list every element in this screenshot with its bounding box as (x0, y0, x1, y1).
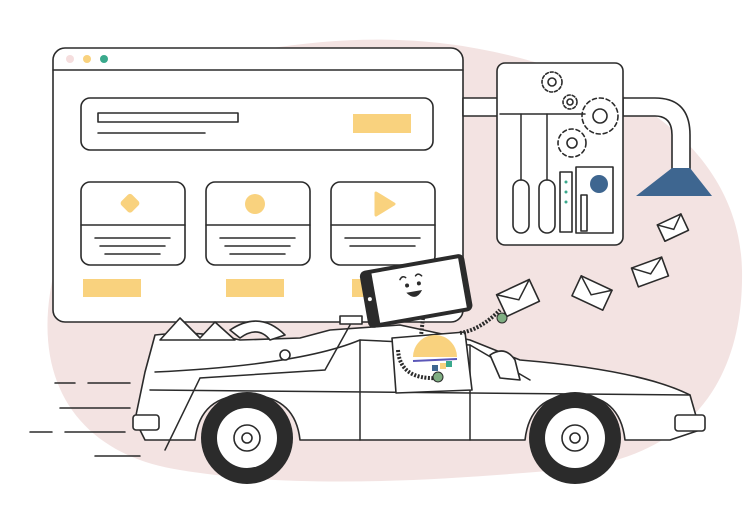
window-dot-yellow (83, 55, 91, 63)
play-icon (374, 191, 396, 217)
tablet-head (359, 254, 473, 328)
card-2 (205, 181, 311, 266)
card-button-2 (226, 279, 284, 297)
envelope-icons (495, 213, 690, 318)
wheel-front (201, 392, 293, 484)
funnel (636, 168, 712, 196)
window-dot-pink (66, 55, 74, 63)
card-1 (80, 181, 186, 266)
wheel-rear (529, 392, 621, 484)
car (132, 315, 706, 484)
window-dot-teal (100, 55, 108, 63)
machine-panel (496, 62, 624, 246)
gear-icon (541, 71, 619, 158)
pipe (462, 97, 712, 196)
diamond-icon (120, 193, 140, 213)
circle-icon (245, 194, 265, 214)
card-3 (330, 181, 436, 266)
card-button-1 (83, 279, 141, 297)
search-button (353, 114, 411, 133)
search-bar (80, 97, 434, 151)
robot (359, 254, 508, 394)
